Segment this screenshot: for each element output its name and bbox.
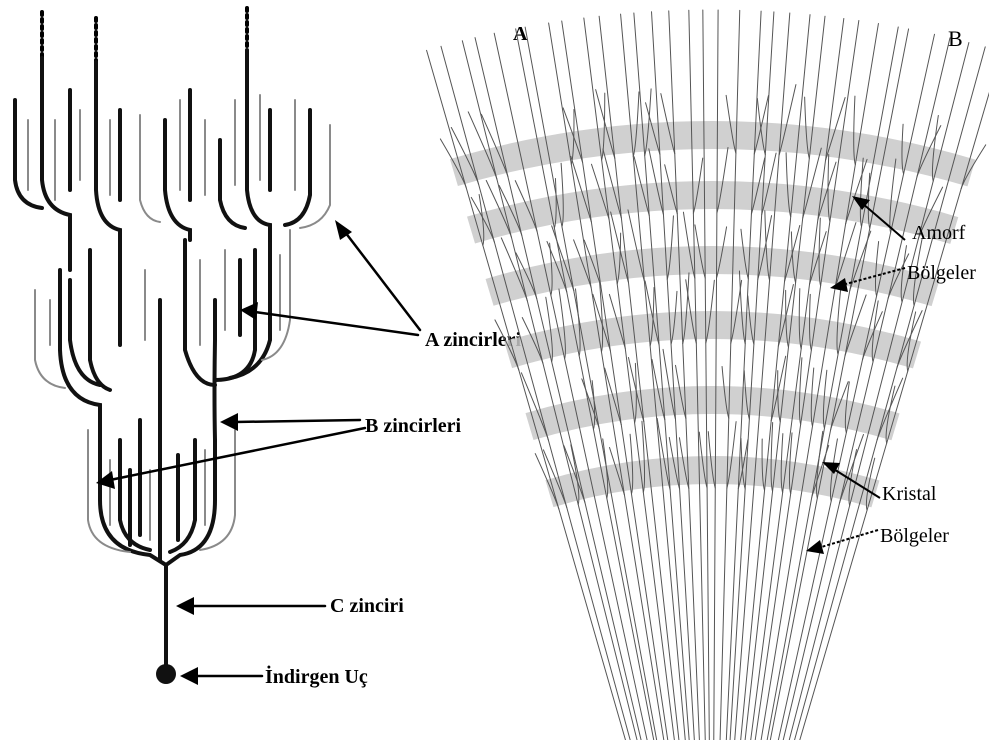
upper-cluster [15,50,310,280]
middle-cluster [60,240,270,440]
amorphous-band [504,311,921,368]
label-reducing-end: İndirgen Uç [265,664,368,688]
reducing-end-dot [156,664,176,684]
chain-strand [689,10,705,740]
label-crystal-1: Kristal [882,483,937,505]
lower-cluster [100,300,215,565]
panel-a-cluster-diagram [15,8,420,685]
chain-continuation-dots [42,8,247,62]
amorphous-bands [450,121,976,507]
panel-b-letter: B [948,26,963,51]
panel-a-letter: A [513,23,528,45]
label-crystal-2: Bölgeler [880,525,949,547]
amorphous-band [467,181,958,244]
chain-strands [427,10,989,740]
label-amorphous-1: Amorf [912,222,966,244]
amorphous-band [450,121,976,186]
label-b-chains: B zincirleri [365,415,462,437]
label-amorphous-2: Bölgeler [907,262,976,284]
label-c-chain: C zinciri [330,595,404,617]
upper-cluster-light [28,95,330,228]
chain-strand [703,10,710,740]
panel-b-lamellar-diagram [427,10,989,740]
chain-strand [714,10,718,740]
chain-strand [726,11,761,740]
